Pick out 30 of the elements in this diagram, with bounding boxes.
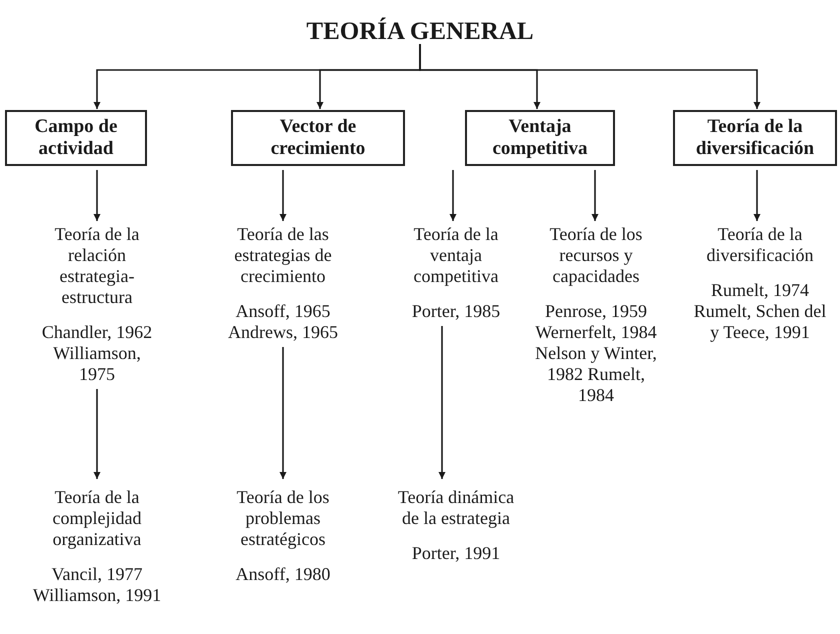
- arrow: [754, 170, 760, 221]
- arrow: [94, 389, 100, 479]
- arrow: [94, 170, 100, 221]
- author-citation: Ansoff, 1965 Andrews, 1965: [227, 301, 339, 343]
- author-citation: Chandler, 1962 Williamson, 1975: [41, 322, 153, 385]
- theory-name: Teoría de los recursos y capacidades: [548, 224, 644, 287]
- category-box: Ventaja competitiva: [465, 110, 615, 166]
- category-box: Campo de actividad: [5, 110, 147, 166]
- author-citation: Porter, 1985: [410, 301, 502, 322]
- category-box: Teoría de la diversificación: [673, 110, 837, 166]
- category-box: Vector de crecimiento: [231, 110, 405, 166]
- arrow: [438, 326, 446, 479]
- author-citation: Porter, 1991: [410, 543, 502, 564]
- theory-name: Teoría de las estrategias de crecimiento: [233, 224, 333, 287]
- theory-name: Teoría de la relación estrategia-estructura: [54, 224, 140, 308]
- arrow: [592, 170, 598, 221]
- author-citation: Rumelt, 1974 Rumelt, Schen del y Teece, 1991: [692, 280, 828, 343]
- root-node-label: TEORÍA GENERAL: [305, 18, 535, 46]
- theory-name: Teoría de la complejidad organizativa: [52, 487, 142, 550]
- theory-name: Teoría de los problemas estratégicos: [236, 487, 330, 550]
- arrow: [280, 170, 286, 221]
- author-citation: Penrose, 1959 Wernerfelt, 1984 Nelson y Winter, 1982 Rumelt, 1984: [534, 301, 658, 406]
- author-citation: Vancil, 1977 Williamson, 1991: [32, 564, 162, 606]
- theory-name: Teoría de la ventaja competitiva: [412, 224, 500, 287]
- arrow: [419, 44, 760, 109]
- theory-name: Teoría dinámica de la estrategia: [396, 487, 516, 529]
- theory-name: Teoría de la diversificación: [706, 224, 814, 266]
- arrow: [280, 347, 286, 479]
- author-citation: Ansoff, 1980: [234, 564, 332, 585]
- arrow: [450, 170, 456, 221]
